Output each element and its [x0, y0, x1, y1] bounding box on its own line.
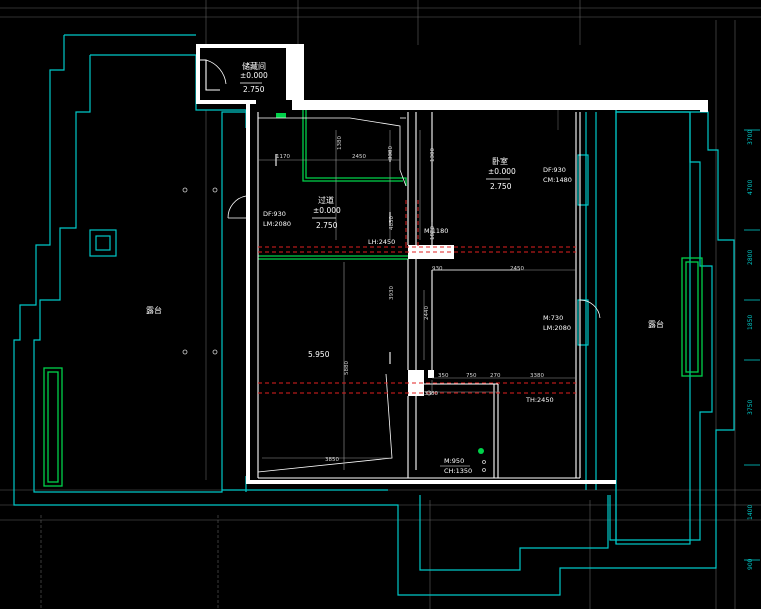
axis-label-900: 900	[747, 558, 754, 570]
dimension-lines	[258, 130, 576, 470]
dim-750: 750	[466, 373, 477, 379]
dim-1810: 1810	[430, 226, 436, 240]
axis-ticks	[744, 129, 760, 561]
storage-room-height: 2.750	[243, 85, 265, 94]
left-balcony-name: 露台	[146, 305, 162, 315]
green-marker-bottom	[478, 448, 484, 454]
dim-2440: 2440	[424, 306, 430, 320]
right-tag-m: M:730	[543, 314, 563, 322]
storage-room-name: 储藏间	[242, 61, 266, 71]
dim-2450-top: 2450	[352, 154, 366, 160]
bedroom-name: 卧室	[492, 156, 508, 166]
bedroom-level: ±0.000	[488, 167, 516, 176]
dim-3380-small: 3380	[424, 391, 438, 397]
axis-label-4700: 4700	[747, 180, 754, 195]
green-marker-top	[276, 113, 286, 118]
dim-1380: 1380	[337, 136, 343, 150]
right-balcony-name: 露台	[648, 319, 664, 329]
dim-270: 270	[490, 373, 501, 379]
dim-930: 930	[432, 266, 443, 272]
tick-marks	[275, 150, 433, 364]
right-tag-lm: LM:2080	[543, 324, 571, 332]
bottom-tag-m: M:950	[444, 457, 464, 465]
hall-level: ±0.000	[313, 206, 341, 215]
level-tag-lh: LH:2450	[368, 238, 395, 246]
axis-label-2800: 2800	[747, 250, 754, 265]
interior-lines	[200, 59, 601, 483]
lower-room-height: 5.950	[308, 350, 330, 359]
bedroom-tag-cm: CM:1480	[543, 176, 572, 184]
dim-2450-mid: 2450	[510, 266, 524, 272]
bottom-tag-ch: CH:1350	[444, 467, 472, 475]
symbols	[182, 187, 486, 472]
dim-1170: 1170	[276, 154, 290, 160]
axis-label-3700: 3700	[747, 130, 754, 145]
dim-5880: 5880	[344, 361, 350, 375]
hall-name: 过道	[318, 195, 334, 205]
dim-3930: 3930	[389, 286, 395, 300]
dim-4830: 4830	[389, 216, 395, 230]
bedroom-tag-df: DF:930	[543, 166, 566, 174]
hall-tag-df: DF:930	[263, 210, 286, 218]
dim-350: 350	[438, 373, 449, 379]
dim-3380-right: 3380	[530, 373, 544, 379]
hall-height: 2.750	[316, 221, 338, 230]
axis-label-3750: 3750	[747, 400, 754, 415]
terrace-outline	[13, 34, 735, 596]
dim-1300: 1300	[430, 148, 436, 162]
storage-room-level: ±0.000	[240, 71, 268, 80]
red-dashed-lines	[258, 200, 576, 394]
level-tag-th: TH:2450	[525, 396, 554, 404]
axis-label-1400: 1400	[747, 505, 754, 520]
door-tag-m: M:1180	[424, 227, 448, 235]
axis-label-1850: 1850	[747, 315, 754, 330]
dim-3850: 3850	[325, 457, 339, 463]
hall-tag-lm: LM:2080	[263, 220, 291, 228]
dim-3380: 3380	[388, 146, 394, 160]
walls	[196, 44, 708, 484]
green-marks	[43, 110, 703, 487]
bedroom-height: 2.750	[490, 182, 512, 191]
